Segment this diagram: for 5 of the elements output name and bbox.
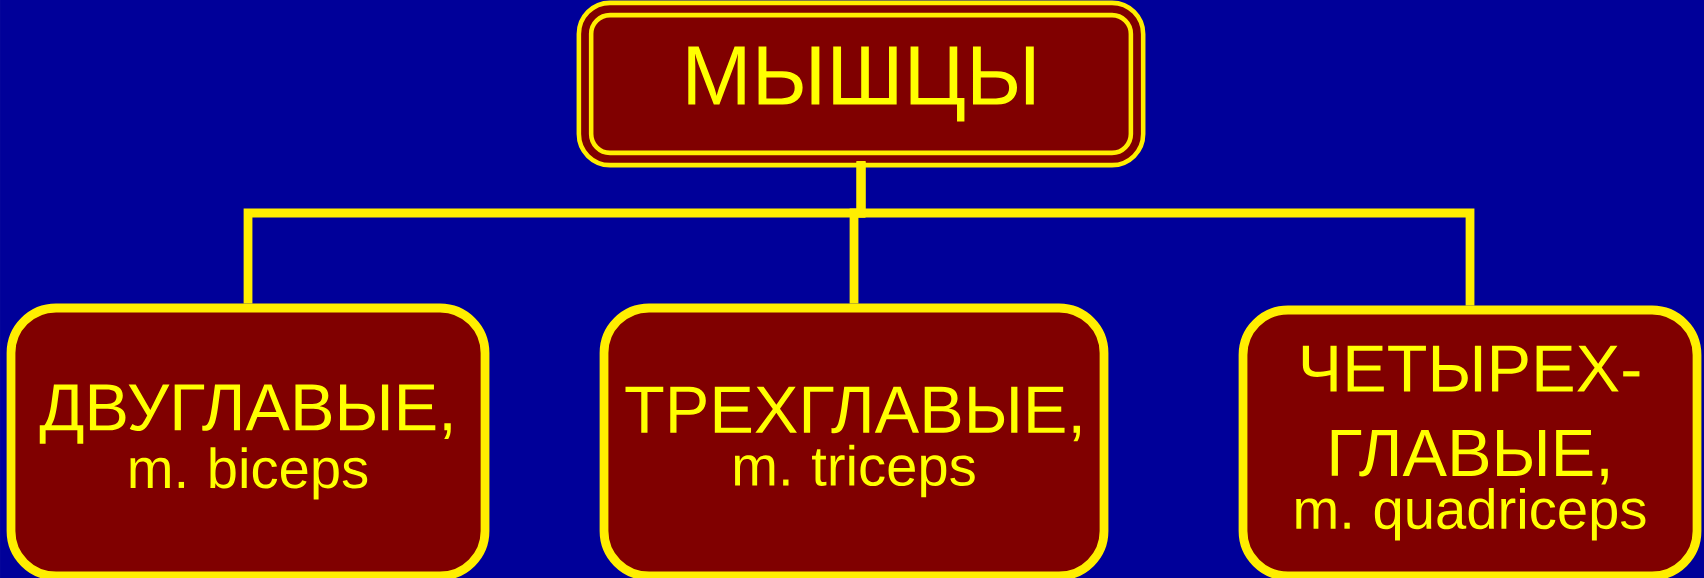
category-box: ДВУГЛАВЫЕ, m. biceps	[6, 303, 490, 578]
category-box: ЧЕТЫРЕХ- ГЛАВЫЕ, m. quadriceps	[1238, 305, 1702, 578]
category-box: ТРЕХГЛАВЫЕ, m. triceps	[599, 303, 1109, 578]
title-box: МЫШЦЫ	[576, 0, 1146, 168]
connector-line	[856, 161, 1475, 306]
